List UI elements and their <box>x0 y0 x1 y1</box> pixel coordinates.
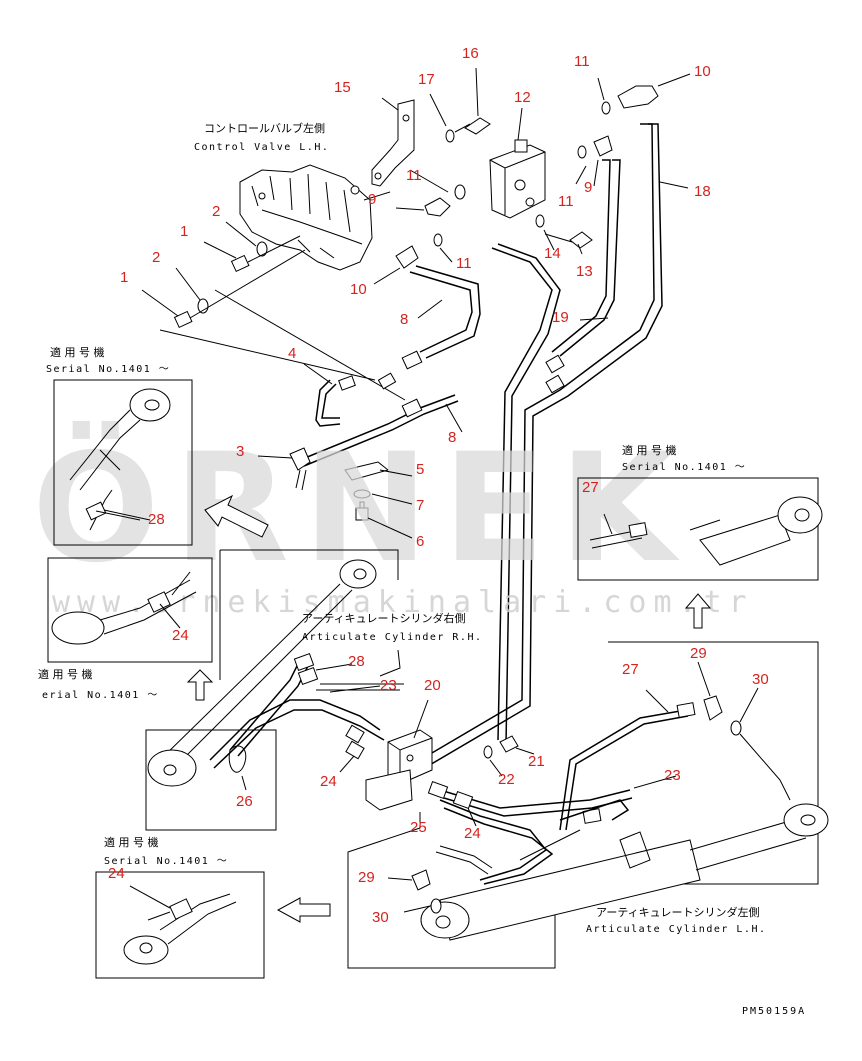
tubes-and-hoses <box>289 265 481 491</box>
callout-13: 13 <box>576 263 593 280</box>
header-labels: コントロールバルブ左側 Control Valve L.H. PM50159A <box>194 121 806 1017</box>
label-articulate-lh-en: Articulate Cylinder L.H. <box>586 924 767 935</box>
inset4-serial: Serial No.1401 ～ <box>104 856 228 867</box>
label-control-valve-jp: コントロールバルブ左側 <box>204 121 325 135</box>
callout-2: 2 <box>212 203 220 220</box>
inset3-serial: Serial No.1401 ～ <box>622 462 746 473</box>
callout-5: 5 <box>416 461 424 478</box>
arrows <box>186 494 712 923</box>
callout-21: 21 <box>528 753 545 770</box>
callout-18: 18 <box>694 183 711 200</box>
leader-lines <box>103 67 759 913</box>
callout-1: 1 <box>180 223 188 240</box>
callout-11: 11 <box>574 53 590 70</box>
callouts: 1 1 2 2 3 4 5 6 7 8 8 9 9 10 10 11 11 11… <box>108 45 769 926</box>
callout-25: 25 <box>410 819 427 836</box>
fittings-left <box>159 235 406 401</box>
callout-11: 11 <box>456 255 472 272</box>
callout-24: 24 <box>320 773 337 790</box>
callout-26: 26 <box>236 793 253 810</box>
label-control-valve-en: Control Valve L.H. <box>194 142 329 153</box>
callout-29: 29 <box>690 645 707 662</box>
callout-27: 27 <box>582 479 599 496</box>
bracket <box>371 99 415 187</box>
callout-8: 8 <box>400 311 408 328</box>
callout-8: 8 <box>448 429 456 446</box>
clamp-set <box>344 461 390 521</box>
control-valve <box>239 164 373 271</box>
inset4-applicable: 適 用 号 機 <box>104 835 159 849</box>
callout-2: 2 <box>152 249 160 266</box>
callout-23: 23 <box>380 677 397 694</box>
inset2-serial: erial No.1401 ～ <box>42 690 159 701</box>
hoses-main <box>419 123 663 767</box>
callout-24: 24 <box>464 825 481 842</box>
inset1-applicable: 適 用 号 機 <box>50 345 105 359</box>
callout-10: 10 <box>694 63 711 80</box>
inset-left: 適 用 号 機 erial No.1401 ～ <box>38 557 213 701</box>
callout-30: 30 <box>372 909 389 926</box>
callout-29: 29 <box>358 869 375 886</box>
callout-24: 24 <box>172 627 189 644</box>
inset2-applicable: 適 用 号 機 <box>38 667 93 681</box>
bolts <box>433 117 593 249</box>
callout-30: 30 <box>752 671 769 688</box>
inset-serial-right: 適 用 号 機 Serial No.1401 ～ <box>577 443 823 581</box>
callout-20: 20 <box>424 677 441 694</box>
callout-19: 19 <box>552 309 569 326</box>
callout-3: 3 <box>236 443 244 460</box>
callout-23: 23 <box>664 767 681 784</box>
articulate-cylinder-lh: アーティキュレートシリンダ左側 Articulate Cylinder L.H. <box>347 641 829 969</box>
callout-28: 28 <box>148 511 165 528</box>
articulate-cylinder-rh: アーティキュレートシリンダ右側 Articulate Cylinder R.H. <box>145 549 483 831</box>
callout-16: 16 <box>462 45 479 62</box>
inset1-serial: Serial No.1401 ～ <box>46 364 170 375</box>
inset-serial-lower-left: 適 用 号 機 Serial No.1401 ～ <box>95 835 265 979</box>
callout-6: 6 <box>416 533 424 550</box>
callout-11: 11 <box>406 167 422 184</box>
drawing-code: PM50159A <box>742 1006 806 1017</box>
callout-1: 1 <box>120 269 128 286</box>
callout-15: 15 <box>334 79 351 96</box>
valve-block <box>489 139 546 219</box>
junction-block <box>365 729 519 811</box>
callout-4: 4 <box>288 345 296 362</box>
callout-12: 12 <box>514 89 531 106</box>
label-articulate-rh-en: Articulate Cylinder R.H. <box>302 632 483 643</box>
elbow-fittings <box>395 85 659 269</box>
inset3-applicable: 適 用 号 機 <box>622 443 677 457</box>
callout-10: 10 <box>350 281 367 298</box>
callout-17: 17 <box>418 71 435 88</box>
callout-28: 28 <box>348 653 365 670</box>
callout-7: 7 <box>416 497 424 514</box>
callout-11: 11 <box>558 193 574 210</box>
inset-serial-upper-left: 適 用 号 機 Serial No.1401 ～ <box>46 345 193 546</box>
callout-14: 14 <box>544 245 561 262</box>
callout-27: 27 <box>622 661 639 678</box>
callout-9: 9 <box>368 191 376 208</box>
label-articulate-lh-jp: アーティキュレートシリンダ左側 <box>596 905 759 919</box>
label-articulate-rh-jp: アーティキュレートシリンダ右側 <box>302 611 465 625</box>
callout-9: 9 <box>584 179 592 196</box>
callout-24: 24 <box>108 865 125 882</box>
callout-22: 22 <box>498 771 515 788</box>
